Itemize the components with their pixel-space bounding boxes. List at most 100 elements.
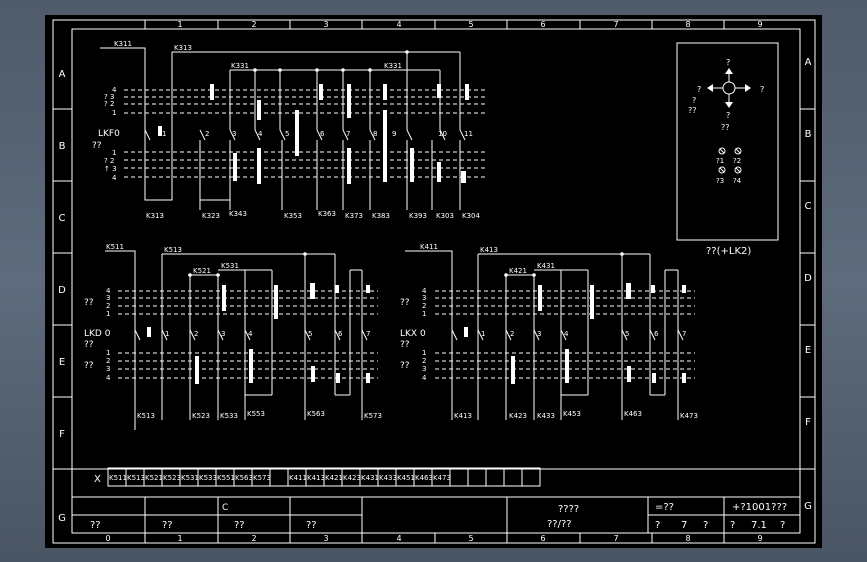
terminal-cell-label: K431 — [361, 474, 379, 482]
position-label: 11 — [464, 130, 473, 138]
bottom-col-label: 1 — [177, 534, 182, 543]
switch-note: ?? — [400, 361, 410, 371]
position-label: 6 — [338, 330, 343, 338]
row-labels-left: A B C D E F G — [58, 69, 66, 524]
wire-label: K513 — [164, 246, 182, 254]
position-label: 5 — [625, 330, 629, 338]
row-label: C — [59, 213, 66, 224]
switch-lkd0: K511 K513 K521 K531 4 3 2 1 ?? LKD 0 ?? … — [84, 243, 382, 430]
terminal-label: K573 — [364, 412, 382, 420]
wire-label: K311 — [114, 40, 132, 48]
dir-right: ? — [760, 85, 764, 94]
switch-note: ?? — [84, 340, 94, 350]
side-number: ? 3 — [104, 93, 114, 101]
position-label: 2 — [205, 130, 209, 138]
switch-lkf0: K311 K313 K331 K331 4 ? 3 ? 2 1 LKF0 ?? … — [92, 40, 488, 220]
terminal-label: K473 — [680, 412, 698, 420]
column-labels: 1 2 3 4 5 6 7 8 9 — [177, 20, 762, 29]
terminal-cell-label: K413 — [307, 474, 325, 482]
side-number: 3 — [422, 365, 426, 373]
col-label: 4 — [396, 20, 401, 29]
row-label: B — [805, 129, 812, 140]
equipment-code: =?? — [655, 502, 674, 513]
terminal-cell-label: K533 — [199, 474, 217, 482]
terminal-cell-label: K463 — [415, 474, 433, 482]
wire-label: K331 — [231, 62, 249, 70]
wire-label: K413 — [480, 246, 498, 254]
terminal-cell-label: K531 — [181, 474, 199, 482]
switch-note: ?? — [400, 340, 410, 350]
row-label: A — [805, 57, 812, 68]
position-label: 3 — [221, 330, 225, 338]
position-label: 3 — [537, 330, 541, 338]
terminal-label: K373 — [345, 212, 363, 220]
side-number: 3 — [422, 294, 426, 302]
panel-label: ??(+LK2) — [706, 246, 751, 257]
terminal-cell-label: K513 — [127, 474, 145, 482]
switch-note: ?? — [84, 361, 94, 371]
column-grid — [72, 20, 800, 543]
outer-frame — [52, 19, 816, 544]
side-number: 3 — [106, 365, 110, 373]
wire-label: K313 — [174, 44, 192, 52]
terminal-cell-label: K451 — [397, 474, 415, 482]
terminal-label: K423 — [509, 412, 527, 420]
sheet-value: ? — [655, 520, 660, 531]
side-number: 4 — [422, 287, 427, 295]
side-number: 4 — [106, 374, 111, 382]
row-label: G — [804, 501, 812, 512]
terminal-cell-label: K523 — [163, 474, 181, 482]
location-code: +?1001??? — [732, 502, 787, 513]
terminal-label: K553 — [247, 410, 265, 418]
position-label: 7 — [346, 130, 350, 138]
position-label: 6 — [654, 330, 659, 338]
side-number: ↑ 3 — [104, 165, 117, 173]
row-label: D — [58, 285, 66, 296]
side-number: ? 2 — [104, 100, 114, 108]
row-label: F — [59, 429, 65, 440]
side-number: 1 — [422, 349, 426, 357]
side-number: 1 — [112, 149, 116, 157]
switch-name: LKX 0 — [400, 329, 426, 339]
terminal-label: K303 — [436, 212, 454, 220]
side-number: 1 — [422, 310, 426, 318]
position-label: 1 — [481, 330, 485, 338]
terminal-cell — [521, 467, 541, 487]
side-number: 3 — [106, 294, 110, 302]
side-number: 2 — [422, 357, 426, 365]
switch-note: ?? — [84, 298, 94, 308]
bottom-col-label: 3 — [323, 534, 328, 543]
terminal-label: K393 — [409, 212, 427, 220]
position-label: 3 — [232, 130, 236, 138]
operator-panel: ? ? ? ? ? ?? ?? ?1 ?2 ?3 ?4 ??(+LK2) — [676, 42, 779, 257]
signature-label: ?? — [306, 520, 317, 531]
terminal-label: K413 — [454, 412, 472, 420]
position-label: 5 — [285, 130, 289, 138]
row-label: F — [805, 417, 811, 428]
panel-note: ?? — [688, 106, 697, 115]
terminal-label: K433 — [537, 412, 555, 420]
row-label: D — [804, 273, 812, 284]
terminal-label: K363 — [318, 210, 336, 218]
sheet-value: 7 — [681, 520, 687, 531]
signature-label: ?? — [90, 520, 101, 531]
col-label: 7 — [613, 20, 618, 29]
switch-note: ?? — [400, 298, 410, 308]
bottom-col-label: 7 — [613, 534, 618, 543]
switch-subname: ?? — [92, 141, 102, 151]
col-label: 9 — [757, 20, 762, 29]
terminal-cell-label: K423 — [343, 474, 361, 482]
position-label: 8 — [373, 130, 377, 138]
side-number: ? 2 — [104, 157, 114, 165]
bottom-col-label: 4 — [396, 534, 401, 543]
side-number: 2 — [106, 357, 110, 365]
bottom-col-label: 6 — [540, 534, 545, 543]
wire-label: K531 — [221, 262, 239, 270]
terminal-name: ?3 — [716, 177, 724, 185]
bottom-col-label: 0 — [105, 534, 110, 543]
sheet-value: ? — [703, 520, 708, 531]
terminal-name: ?2 — [733, 157, 741, 165]
side-number: 1 — [106, 310, 110, 318]
terminal-cell-label: K411 — [289, 474, 307, 482]
col-label: 1 — [177, 20, 182, 29]
